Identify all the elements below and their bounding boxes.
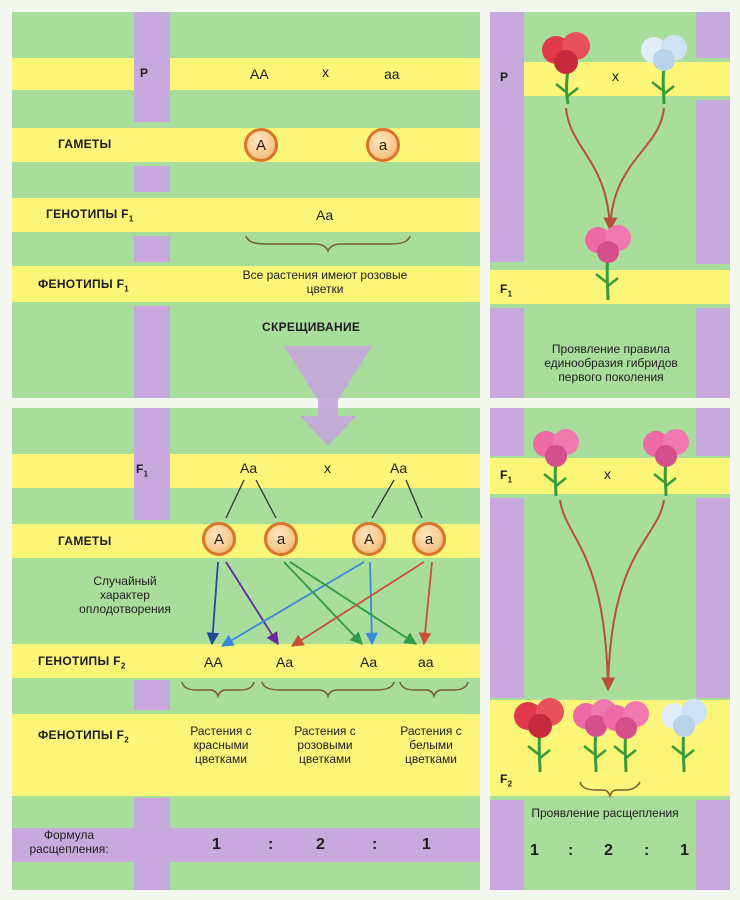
crossing-arrow — [284, 346, 372, 446]
right-f2-label: F2 — [500, 772, 512, 788]
fertilization-arrows — [206, 561, 433, 647]
flower-pink-f1-parent-2 — [643, 429, 689, 497]
gamete-f1-3: A — [352, 522, 386, 556]
gamete-f1-2: a — [264, 522, 298, 556]
right-ratio-1: 1 — [530, 842, 539, 859]
formula-ratio-2: 2 — [316, 836, 325, 853]
right-f1-label: F1 — [500, 282, 512, 298]
right-ratio-2: 2 — [604, 842, 613, 859]
random-fertilization-note: Случайный характер оплодотворения — [79, 574, 171, 616]
f1-cross-genotype-1: Aa — [240, 460, 258, 476]
f2-genotype-4: aa — [418, 654, 434, 670]
gamete-f1-4: a — [412, 522, 446, 556]
flower-pink-f1 — [585, 225, 631, 301]
f1-row-label-text: F — [136, 462, 144, 476]
right-ratio-3: 1 — [680, 842, 689, 859]
right-bottom-panel — [490, 408, 730, 890]
phenotypes-f2-label-text: ФЕНОТИПЫ F — [38, 728, 125, 742]
formula-sep-2: : — [372, 836, 378, 853]
right-f1-cross-label: F1 — [500, 468, 512, 484]
flower-red-p — [542, 32, 590, 105]
f1-row-label: F1 — [136, 462, 148, 478]
gamete-f1-1: A — [202, 522, 236, 556]
f2-genotype-1: AA — [204, 654, 223, 670]
gametes-label: ГАМЕТЫ — [58, 137, 112, 151]
phenotypes-f2-label-sub: 2 — [124, 735, 129, 745]
f1-cross-sign: x — [324, 460, 331, 476]
phenotypes-f1-label: ФЕНОТИПЫ F1 — [38, 277, 129, 293]
formula-ratio-3: 1 — [422, 836, 431, 853]
segregation-formula-label: Формула расщепления: — [29, 828, 109, 856]
formula-sep-1: : — [268, 836, 274, 853]
genotypes-f1-label-text: ГЕНОТИПЫ F — [46, 207, 129, 221]
p-genotype-1: AA — [250, 66, 269, 82]
gamete-recessive: a — [366, 128, 400, 162]
flower-white-p — [641, 35, 687, 105]
left-bottom-panel — [12, 408, 480, 890]
f2-genotype-2: Aa — [276, 654, 294, 670]
right-f1-cross-label-sub: 1 — [507, 475, 513, 485]
left-top-panel — [12, 12, 480, 398]
right-f2-label-sub: 2 — [507, 779, 513, 789]
right-p-cross: x — [612, 68, 619, 84]
f1-genotype: Aa — [316, 207, 334, 223]
genotypes-f1-label: ГЕНОТИПЫ F1 — [46, 207, 134, 223]
flower-white-f2 — [661, 699, 707, 773]
right-f1-label-sub: 1 — [507, 289, 513, 299]
phenotypes-f1-label-text: ФЕНОТИПЫ F — [38, 277, 125, 291]
f1-phenotype-text: Все растения имеют розовые цветки — [242, 268, 408, 296]
formula-ratio-1: 1 — [212, 836, 221, 853]
crossing-label: СКРЕЩИВАНИЕ — [262, 320, 361, 334]
f2-phenotype-red: Растения с красными цветками — [190, 724, 252, 766]
p-genotype-2: aa — [384, 66, 400, 82]
right-f1-cross-sign: x — [604, 466, 611, 482]
f2-genotype-3: Aa — [360, 654, 378, 670]
p-cross-sign: x — [322, 64, 329, 80]
f1-cross-genotype-2: Aa — [390, 460, 408, 476]
phenotypes-f1-label-sub: 1 — [124, 284, 129, 294]
p-label: P — [140, 66, 149, 80]
genotypes-f2-label-sub: 2 — [120, 661, 126, 671]
right-sep-1: : — [568, 842, 574, 859]
f1-row-label-sub: 1 — [143, 469, 149, 479]
phenotypes-f2-label: ФЕНОТИПЫ F2 — [38, 728, 129, 744]
right-p-label: P — [500, 70, 509, 84]
right-top-panel — [490, 12, 730, 398]
flower-red-f2 — [514, 698, 564, 773]
f2-phenotype-pink: Растения с розовыми цветками — [294, 724, 356, 766]
genotypes-f2-label: ГЕНОТИПЫ F2 — [38, 654, 126, 670]
right-f1-cross-label-text: F — [500, 468, 508, 482]
flower-pink-f2-2 — [603, 701, 649, 773]
segregation-caption: Проявление расщепления — [531, 806, 679, 820]
f2-phenotype-white: Растения с белыми цветками — [400, 724, 462, 766]
gamete-dominant: A — [244, 128, 278, 162]
gametes-f1-label: ГАМЕТЫ — [58, 534, 112, 548]
flower-pink-f1-parent-1 — [533, 429, 579, 497]
f1-to-gamete-lines — [225, 479, 423, 519]
right-sep-2: : — [644, 842, 650, 859]
genotypes-f1-label-sub: 1 — [128, 214, 134, 224]
right-f1-label-text: F — [500, 282, 508, 296]
uniformity-caption: Проявление правила единообразия гибридов… — [544, 342, 678, 384]
genotypes-f2-label-text: ГЕНОТИПЫ F — [38, 654, 121, 668]
right-f2-label-text: F — [500, 772, 508, 786]
